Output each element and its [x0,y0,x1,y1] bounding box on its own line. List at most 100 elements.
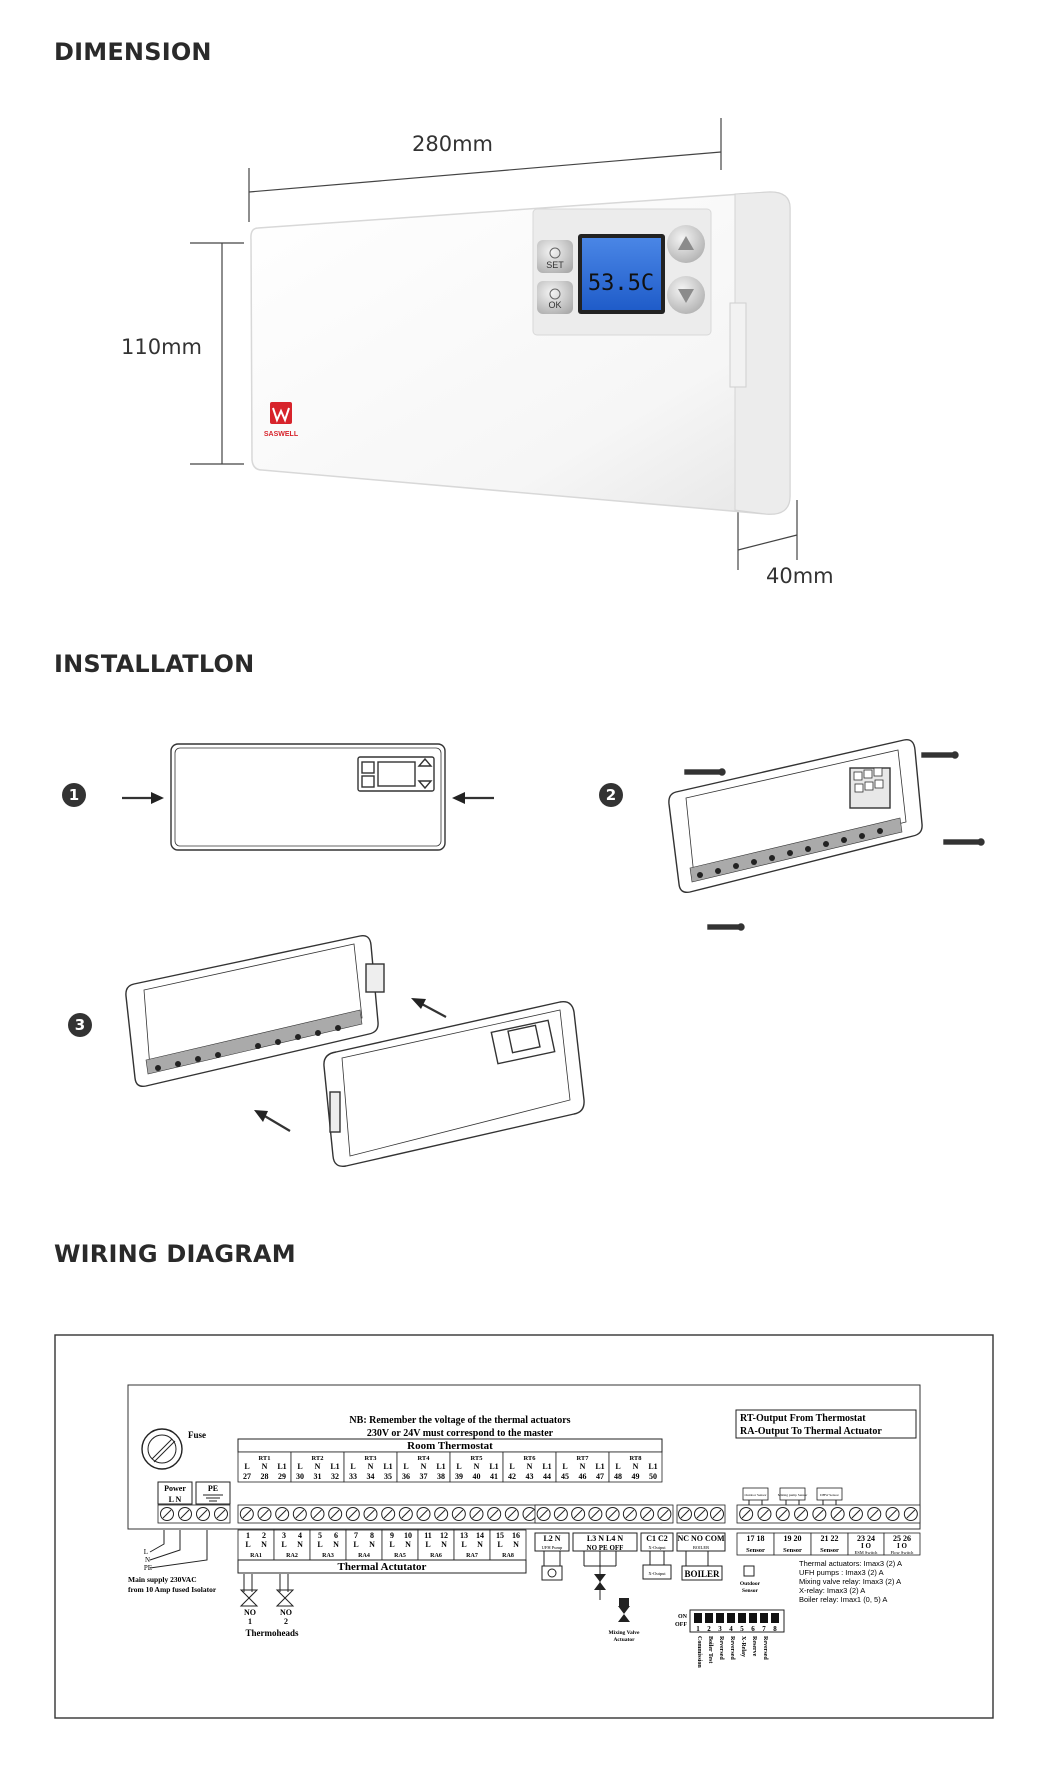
lcd-readout: 53.5C [588,271,654,296]
width-dimension-line [248,118,722,222]
rt-term-label: N [315,1462,321,1471]
depth-label: 40mm [766,564,834,588]
l2n-label: L2 N [543,1534,560,1543]
width-label: 280mm [412,132,493,156]
wiring-frame [54,1334,994,1719]
ra-term-number: 3 [282,1531,286,1540]
installation-drawing [122,739,985,1167]
rt-term-number: 50 [649,1472,657,1481]
ra-group-name: RA3 [322,1553,334,1559]
rt-term-label: L [297,1462,302,1471]
sensor-term-nums: 19 20 [784,1534,802,1543]
dip-label: Reversed [729,1636,735,1660]
rt-term-number: 30 [296,1472,304,1481]
rt-term-label: L1 [595,1462,604,1471]
section-title-installation: INSTALLATLON [54,650,255,678]
ra-term-number: 8 [370,1531,374,1540]
dip-key [705,1613,713,1623]
dip-num: 1 [696,1625,700,1633]
ra-term-number: 14 [476,1531,484,1540]
dip-off-label: OFF [675,1622,687,1628]
ra-group-box [237,1529,275,1561]
rt-term-number: 28 [261,1472,269,1481]
thermal-actuator-label: Thermal Actutator [338,1561,427,1573]
rt-term-label: N [474,1462,480,1471]
brand-name: SASWELL [264,431,299,438]
ra-term-number: 16 [512,1531,520,1540]
height-label: 110mm [121,335,202,359]
dip-key [716,1613,724,1623]
depth-dimension-line [737,500,798,570]
pe-label: PE [208,1484,218,1493]
thermohead-2 [275,1574,295,1607]
rt-term-number: 31 [314,1472,322,1481]
ra-term-label: L [281,1540,286,1549]
rt-group-name: RT4 [417,1455,430,1462]
ra-term-label: L [425,1540,430,1549]
ra-term-label: L [461,1540,466,1549]
ok-button-label: OK [548,300,561,310]
dip-label: Commission [696,1636,702,1668]
ra-term-label: N [405,1540,411,1549]
ra-term-number: 2 [262,1531,266,1540]
rt-term-label: L [615,1462,620,1471]
step3-cover [323,1001,585,1167]
mains-wire-l: L [144,1548,148,1556]
mains-wire-n: N [145,1556,150,1564]
legend-ra: RA-Output To Thermal Actuator [740,1426,882,1437]
rt-term-label: L [350,1462,355,1471]
l3-row-label: L3 N L4 N [587,1534,623,1543]
rt-term-number: 35 [384,1472,392,1481]
power-box [157,1481,193,1505]
ra-group-box [273,1529,311,1561]
rt-group-box [290,1451,345,1483]
rt-group-box [237,1451,292,1483]
ra-group-name: RA6 [430,1553,442,1559]
set-button-label: SET [546,260,564,270]
rt-group-box [396,1451,451,1483]
control-panel: 53.5C SET OK [532,208,712,336]
rt-term-number: 38 [437,1472,445,1481]
dip-key [760,1613,768,1623]
pump-wiring [541,1551,723,1600]
rt-term-label: L1 [330,1462,339,1471]
step-badge-3: 3 [68,1013,92,1037]
ufh-pump-label: UFH Pump [542,1545,563,1550]
rt-group-name: RT7 [576,1455,589,1462]
step2-screws [684,751,985,931]
c1c2-label: C1 C2 [646,1534,668,1543]
rt-term-number: 39 [455,1472,463,1481]
dip-key [749,1613,757,1623]
rt-group-name: RT1 [258,1455,270,1462]
rt-term-label: L [509,1462,514,1471]
ra-term-number: 10 [404,1531,412,1540]
rt-term-number: 33 [349,1472,357,1481]
dip-key [694,1613,702,1623]
switch-term-label: Flow Switch [891,1550,915,1555]
ra-term-number: 6 [334,1531,338,1540]
ra-term-label: L [497,1540,502,1549]
step1-arrows [122,792,494,804]
rt-term-label: L1 [436,1462,445,1471]
sensor-top-label: Outdoor Sensor [744,1493,767,1497]
dip-num: 6 [751,1625,755,1633]
dip-num: 2 [707,1625,711,1633]
ra-term-label: L [245,1540,250,1549]
dip-num: 4 [729,1625,733,1633]
step-badge-2: 2 [599,783,623,807]
rt-term-number: 49 [632,1472,640,1481]
step3-base [125,935,385,1088]
mains-wiring [149,1530,208,1569]
switch-term-io: I O [897,1542,907,1550]
step2-base [668,739,923,894]
ra-term-number: 5 [318,1531,322,1540]
legend-rt: RT-Output From Thermostat [740,1413,866,1424]
spec-line: X-relay: Imax3 (2) A [799,1586,865,1595]
boiler-label: BOILER [684,1569,720,1579]
ra-term-number: 4 [298,1531,302,1540]
x-output-small: X-Output [648,1545,666,1550]
nb-note-2: 230V or 24V must correspond to the maste… [367,1428,554,1439]
dip-on-label: ON [678,1614,688,1620]
no-pe-off-label: NO PE OFF [587,1544,624,1552]
